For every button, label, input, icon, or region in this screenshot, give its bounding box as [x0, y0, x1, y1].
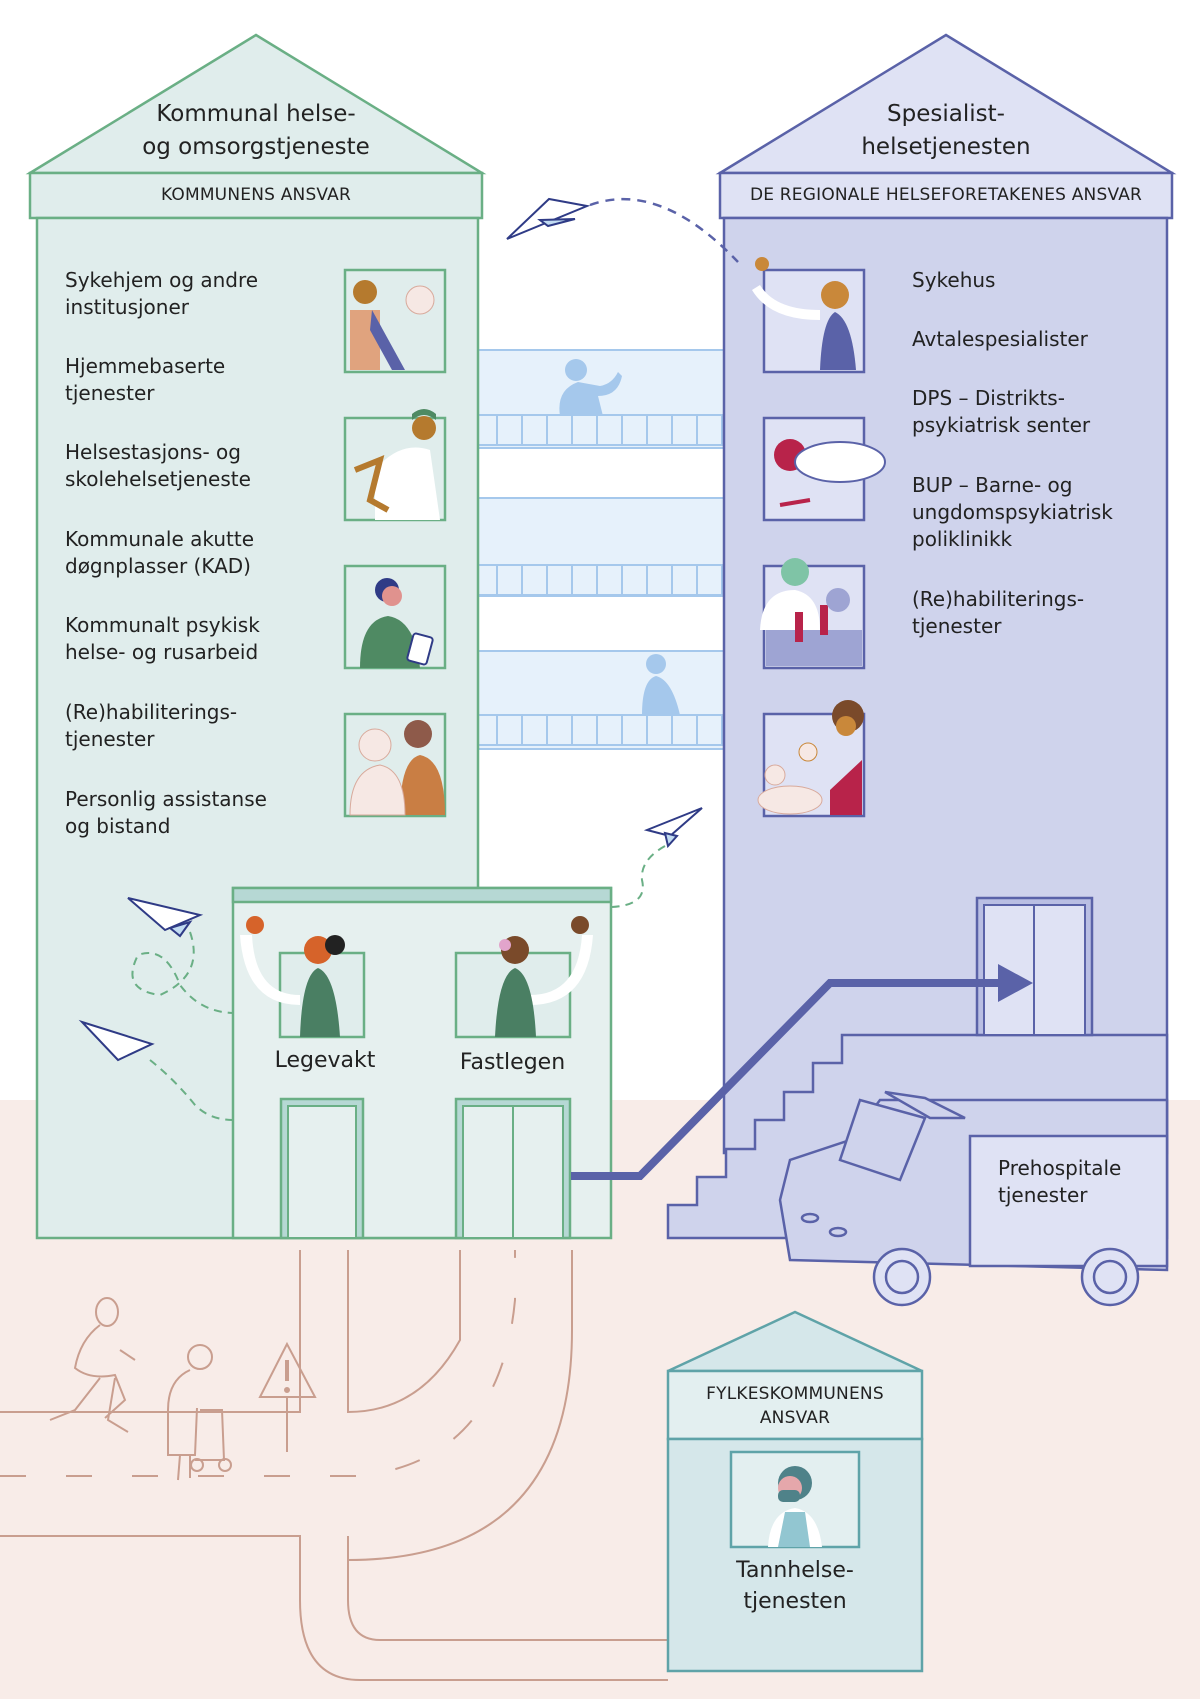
birth-care-icon — [757, 700, 864, 815]
specialist-band: DE REGIONALE HELSEFORETAKENES ANSVAR — [749, 185, 1143, 205]
referral-arrow — [571, 979, 1000, 1180]
specialist-title-line-2: helsetjenesten — [861, 134, 1031, 160]
paper-plane-icon — [78, 1019, 155, 1062]
paper-plane-icon — [643, 807, 703, 849]
service-line: skolehelsetjeneste — [65, 467, 251, 491]
municipal-title-line-1: Kommunal helse- — [156, 101, 356, 127]
prehospital-line-1: Prehospitale — [998, 1156, 1122, 1180]
service-line: BUP – Barne- og — [912, 473, 1073, 497]
service-line: (Re)habiliterings- — [65, 700, 238, 724]
municipal-service-item: Kommunalt psykisk helse- og rusarbeid — [65, 612, 260, 666]
railing — [477, 414, 725, 446]
legevakt-doctor-icon — [240, 916, 345, 1037]
ambulance-icon — [778, 1090, 1169, 1307]
hospital-doctor-waving-icon — [752, 257, 856, 370]
dashed-flight-path — [131, 931, 234, 1014]
municipal-service-item: Kommunale akutte døgnplasser (KAD) — [65, 526, 254, 580]
road — [0, 1250, 668, 1681]
arrow-head-icon — [998, 964, 1033, 1002]
specialist-service-item: BUP – Barne- og ungdomspsykiatrisk polik… — [912, 472, 1113, 553]
railing — [477, 714, 725, 746]
service-line: Kommunale akutte — [65, 527, 255, 551]
service-line: DPS – Distrikts- — [912, 386, 1065, 410]
paper-plane-icon — [506, 197, 591, 240]
specialist-title: Spesialist- helsetjenesten — [820, 98, 1072, 164]
service-line: og bistand — [65, 814, 171, 838]
fastlegen-label: Fastlegen — [459, 1050, 566, 1075]
service-line: tjenester — [912, 614, 1002, 638]
service-line: psykiatrisk senter — [912, 413, 1091, 437]
dashed-flight-path — [149, 1059, 234, 1121]
municipal-service-item: (Re)habiliterings- tjenester — [65, 699, 237, 753]
walking-man-icon — [49, 1297, 136, 1433]
service-line: Sykehus — [912, 268, 996, 292]
home-care-nurse-icon — [353, 409, 440, 520]
specialist-service-item: Sykehus — [912, 267, 995, 294]
specialist-service-item: (Re)habiliterings- tjenester — [912, 586, 1084, 640]
service-line: Personlig assistanse — [65, 787, 267, 811]
service-line: Helsestasjons- og — [65, 440, 241, 464]
service-line: institusjoner — [65, 295, 189, 319]
service-line: Hjemmebaserte — [65, 354, 226, 378]
elderly-woman-walker-icon — [167, 1344, 232, 1481]
nurse-with-backpack-icon — [350, 280, 435, 370]
service-line: Sykehjem og andre — [65, 268, 259, 292]
municipal-service-item: Hjemmebaserte tjenester — [65, 353, 225, 407]
service-line: døgnplasser (KAD) — [65, 554, 251, 578]
dentist-icon — [768, 1466, 822, 1547]
dashed-flight-path — [611, 845, 666, 908]
nurse-with-tablet-icon — [360, 578, 434, 668]
warning-sign-icon — [258, 1341, 317, 1452]
municipal-title: Kommunal helse- og omsorgstjeneste — [130, 98, 382, 164]
service-line: (Re)habiliterings- — [912, 587, 1085, 611]
railing — [477, 564, 725, 596]
paper-plane-icon — [127, 897, 204, 938]
service-line: tjenester — [65, 381, 155, 405]
municipal-service-item: Sykehjem og andre institusjoner — [65, 267, 258, 321]
gp-clinic-building — [231, 886, 613, 1240]
legevakt-label: Legevakt — [274, 1048, 376, 1073]
municipal-band: KOMMUNENS ANSVAR — [160, 185, 352, 205]
specialist-service-item: Avtalespesialister — [912, 326, 1088, 353]
waving-person-silhouette-icon — [559, 359, 622, 416]
municipal-service-item: Helsestasjons- og skolehelsetjeneste — [65, 439, 251, 493]
psychiatrist-conversation-icon — [774, 439, 886, 507]
service-line: poliklinikk — [912, 527, 1013, 551]
municipal-title-line-2: og omsorgstjeneste — [142, 134, 370, 160]
dental-label-line-1: Tannhelse- — [736, 1558, 854, 1583]
county-band-line-1: FYLKESKOMMUNENS — [706, 1384, 884, 1404]
specialist-building — [666, 33, 1177, 1307]
lab-technicians-icon — [760, 558, 862, 666]
dental-label-line-2: tjenesten — [743, 1589, 847, 1614]
service-line: helse- og rusarbeid — [65, 640, 259, 664]
prehospital-label: Prehospitale tjenester — [998, 1155, 1121, 1209]
prehospital-line-2: tjenester — [998, 1183, 1088, 1207]
dashed-flight-path — [589, 197, 739, 263]
person-silhouette-icon — [642, 654, 680, 715]
fastlege-door — [454, 1097, 572, 1240]
county-band-line-2: ANSVAR — [759, 1408, 831, 1428]
specialist-service-item: DPS – Distrikts- psykiatrisk senter — [912, 385, 1090, 439]
dental-service-label: Tannhelse- tjenesten — [668, 1555, 922, 1617]
county-band: FYLKESKOMMUNENS ANSVAR — [668, 1382, 922, 1430]
legevakt-door — [279, 1097, 365, 1240]
caregiver-hugging-icon — [349, 720, 445, 816]
municipal-service-item: Personlig assistanse og bistand — [65, 786, 267, 840]
fastlege-doctor-icon — [495, 916, 593, 1037]
service-line: Avtalespesialister — [912, 327, 1088, 351]
service-line: tjenester — [65, 727, 155, 751]
county-building — [666, 1310, 924, 1673]
skybridges — [477, 349, 725, 750]
service-line: ungdomspsykiatrisk — [912, 500, 1113, 524]
specialist-title-line-1: Spesialist- — [887, 101, 1005, 127]
service-line: Kommunalt psykisk — [65, 613, 260, 637]
